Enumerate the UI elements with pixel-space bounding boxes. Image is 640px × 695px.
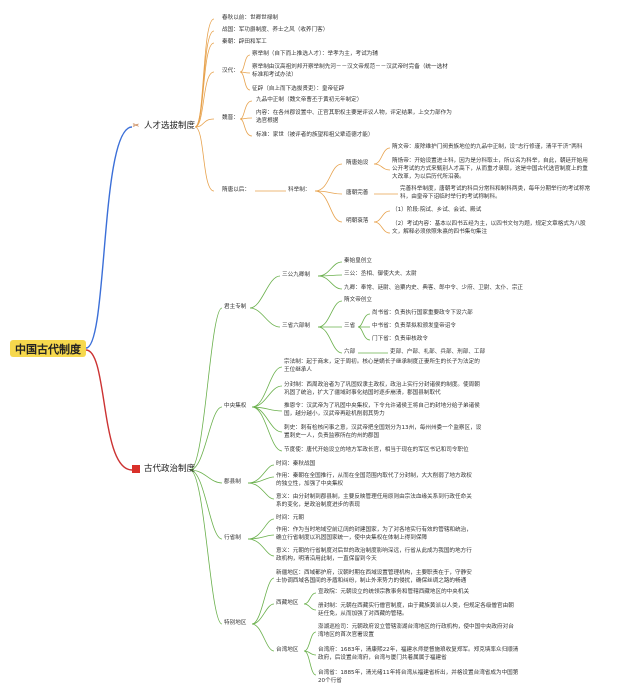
node-han-chaju[interactable]: 察举制（自下而上推选人才）：举孝为主，考试为辅 xyxy=(252,51,378,57)
node-xinjiang-cont[interactable]: 士协调西域各国间的矛盾和纠纷，制止外来势力的侵扰，确保丝绸之路的畅通 xyxy=(276,578,467,584)
node-fenfeng[interactable]: 分封制：西周政治者为了巩固奴隶主政权，政治上实行分封诸侯的制度。使周朝 xyxy=(284,382,480,388)
node-sg-sangong[interactable]: 三公：丞相、御使大夫、太尉 xyxy=(344,271,417,277)
node-sg-jiuqing[interactable]: 九卿：奉常、廷尉、治粟内史、典客、郎中令、少府、卫尉、太仆、宗正 xyxy=(344,285,524,291)
node-sansheng-liubu[interactable]: 三省六部制 xyxy=(282,323,310,329)
node-keju-ming[interactable]: 明朝衰落 xyxy=(346,218,369,224)
node-qin[interactable]: 秦朝：辟田和军工 xyxy=(222,39,267,45)
tools-icon: ✂ xyxy=(132,121,140,130)
node-jiupin[interactable]: 九品中正制（魏文帝曹丕于黄初元年制定） xyxy=(256,97,363,103)
node-ming-content-cont[interactable]: 文，解释必须依照朱熹的四书集句集注 xyxy=(392,229,488,235)
node-jiupin-content-cont[interactable]: 选官根据 xyxy=(256,118,279,124)
root-topic[interactable]: 中国古代制度 xyxy=(10,340,86,357)
node-sg-founded[interactable]: 秦始皇创立 xyxy=(344,258,372,264)
node-wei-jin[interactable]: 魏晋： xyxy=(222,115,239,121)
node-taiwan[interactable]: 台湾地区 xyxy=(276,647,299,653)
node-centralization[interactable]: 中央集权 xyxy=(224,403,247,409)
node-jun-time[interactable]: 时间：秦秋战国 xyxy=(276,461,316,467)
node-keju-tang[interactable]: 唐朝完善 xyxy=(346,190,369,196)
node-sui-yangdi-cont2[interactable]: 大改革，为以后历代所沿袭。 xyxy=(392,174,465,180)
node-jun-meaning[interactable]: 意义：由分封制到郡县制，主要反映管理任用原则由宗法血缘关系到行政任命关 xyxy=(276,494,472,500)
node-cishi[interactable]: 刺史：刺有检核问事之意，汉武帝把全国划分为13州，每州州委一个监察区，设 xyxy=(284,425,482,431)
node-taiwan-fu-cont[interactable]: 政府，后设置台湾府，台湾与厦门共着属属于福建省 xyxy=(318,655,447,661)
node-cishi-cont[interactable]: 置刺史一人，负责监察所在的州的郡国 xyxy=(284,433,380,439)
node-sui-tang[interactable]: 隋唐以后： xyxy=(222,187,250,193)
branch-label: 古代政治制度 xyxy=(144,464,196,474)
branch-label: 人才选拔制度 xyxy=(144,121,196,131)
node-tuienling[interactable]: 推恩令：汉武帝为了巩固中央集权，下令允许诸侯王将自己的封地分给子弟诸侯 xyxy=(284,403,480,409)
node-xinjiang[interactable]: 新疆地区：西域都护府，汉朝时期在西域设置管理机构，主要职责在于，守静安 xyxy=(276,570,472,576)
node-tuienling-cont[interactable]: 国，越分越小，汉武帝再趁机削弱其势力 xyxy=(284,411,385,417)
node-taiwan-fu[interactable]: 台湾府：1683年，清康熙22年，福建水师提督施琅收复郑军。郑克塽率众归顺清 xyxy=(318,647,519,653)
node-penghu-cont[interactable]: 湾地区的首次官署设置 xyxy=(318,632,374,638)
node-sui-yangdi[interactable]: 隋炀帝：开始设置进士科，因为是分科取士，所以名为科举，自此，朝廷开始用 xyxy=(392,158,588,164)
node-special-regions[interactable]: 特别地区 xyxy=(224,620,247,626)
node-shangshu[interactable]: 尚书省：负责执行国家重要政令下设六部 xyxy=(372,310,473,316)
node-taiwan-sheng[interactable]: 台湾省：1885年，清光绪11年将台湾从福建省析出，并格设置台湾省成为中国第 xyxy=(318,670,519,676)
branch-talent-selection[interactable]: ✂ 人才选拔制度 xyxy=(132,121,195,131)
node-zhongshu[interactable]: 中书省：负责草拟和颁发皇帝诏令 xyxy=(372,323,456,329)
node-menxia[interactable]: 门下省：负责审核政令 xyxy=(372,336,428,342)
node-keju-sui-tang[interactable]: 隋唐始设 xyxy=(346,160,369,166)
branch-political-system[interactable]: 古代政治制度 xyxy=(132,464,195,474)
node-liubu-list[interactable]: 吏部、户部、礼部、兵部、刑部、工部 xyxy=(390,349,486,355)
node-sui-yangdi-cont1[interactable]: 公开考试的方式来甄别人才高下，从而重才录取，这是中国古代选官制度上的重 xyxy=(392,166,588,172)
node-xing-time[interactable]: 时间：元朝 xyxy=(276,515,304,521)
node-penghu[interactable]: 澎湖巡检司：元朝政府设立管辖澎湖台湾地区的行政机构，使中国中央政府对台 xyxy=(318,624,514,630)
node-xing-meaning[interactable]: 意义：元朝的行省制度对后世的政治制度影响深远，行省从此成为我国的地方行 xyxy=(276,548,472,554)
node-han-chaju-history-cont[interactable]: 标准和考试办法） xyxy=(252,72,297,78)
red-flag-icon xyxy=(132,465,140,473)
node-jun-meaning-cont[interactable]: 系的变化，是政治制度进步的表现 xyxy=(276,502,360,508)
node-xingsheng[interactable]: 行省制 xyxy=(224,535,241,541)
node-tang-detail-cont[interactable]: 科，由皇帝下诏临时举行的考试称制科。 xyxy=(400,194,501,200)
node-xing-effect[interactable]: 作用：作为当时地域空前辽阔的封建国家，为了对各地实行有效的管辖和统治， xyxy=(276,527,472,533)
node-jiupin-standard[interactable]: 标准：家世（被评者的族望和祖父辈道德才能） xyxy=(256,132,374,138)
node-jun-effect[interactable]: 作用：秦朝在全国推行，从而在全国范围内取代了分封制，大大削弱了地方政权 xyxy=(276,473,472,479)
node-tang-detail[interactable]: 完善科举制度，唐朝考试的科目分常科和制科两类，每年分期举行的考试称常 xyxy=(400,186,591,192)
node-ss-sansheng[interactable]: 三省 xyxy=(344,323,356,329)
node-cefeng[interactable]: 册封制：元朝在西藏实行僧官制度，由于藏族黄派以人类，但规定各级僧官由朝 xyxy=(318,603,514,609)
node-autocracy[interactable]: 君主专制 xyxy=(224,304,247,310)
node-xuanzhengyuan[interactable]: 宣政院：元朝设立的统领宗教事务和管辖西藏地区的中央机关 xyxy=(318,589,470,595)
node-han-chaju-history[interactable]: 察举制由汉高祖刘邦开察举制先河－－汉文帝规范－－汉武帝时完备（统一选材 xyxy=(252,64,448,70)
node-xing-meaning-cont[interactable]: 政机构，明清沿用此制，一直保留到今天 xyxy=(276,556,377,562)
node-cefeng-cont[interactable]: 廷任免，从而加强了对西藏的管辖。 xyxy=(318,611,408,617)
node-ming-stages[interactable]: （1）阶段:院试、乡试、会试、殿试 xyxy=(392,207,482,213)
node-fenfeng-cont[interactable]: 巩固了统治，扩大了疆域封事化结国时逐步崩溃，郡国县制取代 xyxy=(284,390,441,396)
node-ss-founded[interactable]: 隋文帝创立 xyxy=(344,297,372,303)
node-jiedushi[interactable]: 节度使：唐代开始设立的地方军政长官，相当于现在的军区书记和司令职位 xyxy=(284,447,469,453)
node-zongfa[interactable]: 宗法制：起于商末，定于周初。核心是嫡长子继承制度正妻所生的长子为法定的 xyxy=(284,359,480,365)
node-sui-wendi[interactable]: 隋文帝：废除维护门阀贵族地位的九品中正制，设“志行修谨，清平干济”两科 xyxy=(392,144,583,150)
node-sangong-jiuqing[interactable]: 三公九卿制 xyxy=(282,272,310,278)
node-han[interactable]: 汉代： xyxy=(222,68,239,74)
node-xing-effect-cont[interactable]: 确立行省制度以巩固国家统一，使中央集权在体制上得到保障 xyxy=(276,535,428,541)
node-ming-content[interactable]: （2）考试内容：基本以四书五经为主，以四书文句为题，规定文章格式为八股 xyxy=(392,221,586,227)
node-zongfa-cont[interactable]: 王位继承人 xyxy=(284,367,312,373)
node-han-zhengbi[interactable]: 征辟（自上而下选拔贤吏）：皇帝征辟 xyxy=(252,86,345,92)
node-warring-states[interactable]: 战国：军功爵制度、养士之风（收养门客） xyxy=(222,27,329,33)
node-jun-effect-cont[interactable]: 的独立性，加强了中央集权 xyxy=(276,481,344,487)
node-pre-spring-autumn[interactable]: 春秋以前：世卿世禄制 xyxy=(222,15,278,21)
node-keju[interactable]: 科举制： xyxy=(288,187,311,193)
node-junxian[interactable]: 郡县制 xyxy=(224,479,241,485)
node-jiupin-content[interactable]: 内容：在各州郡设置中、正官其职权主要是评议人物，评定结果，上交力部作为 xyxy=(256,110,452,116)
node-ss-liubu[interactable]: 六部 xyxy=(344,349,356,355)
node-xizang[interactable]: 西藏地区 xyxy=(276,600,299,606)
node-taiwan-sheng-cont[interactable]: 20个行省 xyxy=(318,678,342,684)
